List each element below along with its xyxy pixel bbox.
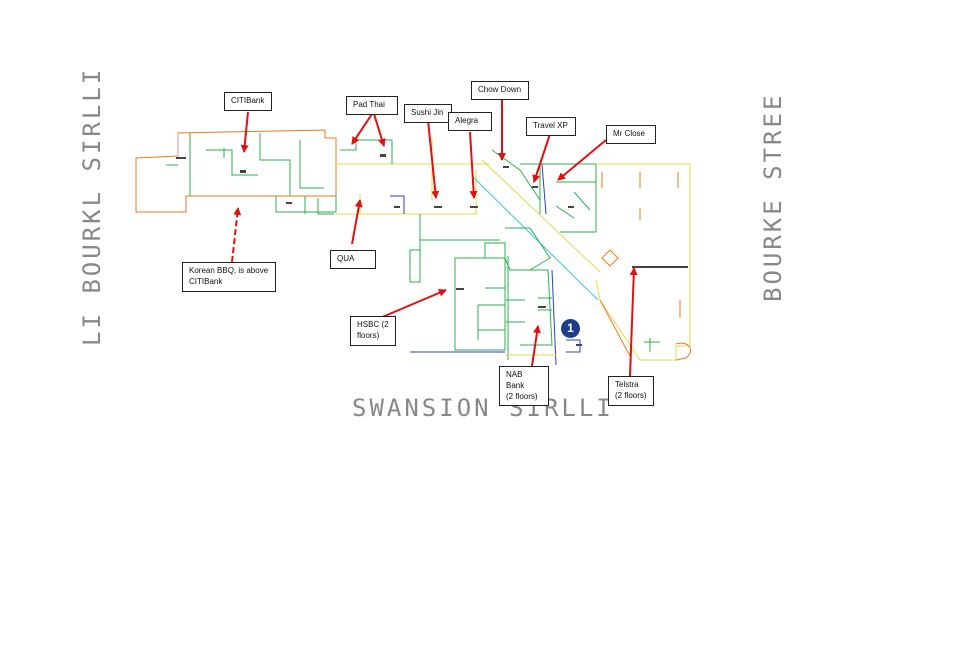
travel-xp-floor-area [520,163,597,233]
callout-korean-bbq: Korean BBQ, is above CITIBank [182,262,276,292]
arrow-travel-xp [532,133,551,183]
arrow-korean-bbq [231,207,242,263]
room-label-marks [176,154,688,346]
callout-text-line1: HSBC (2 [357,320,389,329]
callout-alegra: Alegra [448,112,492,131]
callout-chow-down: Chow Down [471,81,529,100]
arrow-telstra [629,267,638,377]
hsbc-floor-area [410,227,551,360]
nab-floor-area [506,269,581,366]
callout-pad-thai: Pad Thai [346,96,398,115]
arrow-qua [351,199,363,245]
callout-text: Sushi Jin [411,108,444,117]
callout-nab-bank: NAB Bank (2 floors) [499,366,549,407]
callout-text-line2: CITIBank [189,276,223,286]
callout-text-line2: (2 floors) [506,391,538,401]
telstra-floor-area [595,163,691,361]
callout-text: CITIBank [231,96,265,105]
callout-text-line1: NAB Bank [506,370,525,390]
callout-qua: QUA [330,250,376,269]
callout-text-line2: floors) [357,330,380,340]
callout-sushi-jin: Sushi Jin [404,104,452,123]
callout-text-line2: (2 floors) [615,390,647,400]
callout-text: Alegra [455,116,479,125]
callout-arrows [231,100,638,377]
callout-text-line1: Korean BBQ, is above [189,266,269,275]
arrow-hsbc [379,289,447,319]
callout-telstra: Telstra (2 floors) [608,376,654,406]
arrow-pad-thai-left [351,113,373,145]
street-label-bourke: BOURKE STREE [759,92,787,302]
callout-text-line1: Telstra [615,380,639,389]
callout-text: Pad Thai [353,100,385,109]
callout-text: Travel XP [533,121,568,130]
callout-mr-close: Mr Close [606,125,656,144]
callout-travel-xp: Travel XP [526,117,576,136]
arrow-pad-thai-right [373,113,386,147]
arrow-citibank [240,111,249,153]
callout-hsbc: HSBC (2 floors) [350,316,396,346]
citibank-floor-area [135,129,337,215]
street-label-little-bourke: LI BOURKL SIRLLI [78,66,106,346]
callout-text: Mr Close [613,129,646,138]
arrow-alegra [469,131,478,199]
callout-citibank: CITIBank [224,92,272,111]
callout-text: QUA [337,254,355,263]
street-label-swanston: SWANSION SIRLLI [352,394,614,422]
callout-text: Chow Down [478,85,522,94]
arrow-mr-close [557,139,607,181]
location-marker: 1 [561,319,580,338]
arrow-sushi-jin [427,119,440,199]
arrow-nab [531,325,541,367]
